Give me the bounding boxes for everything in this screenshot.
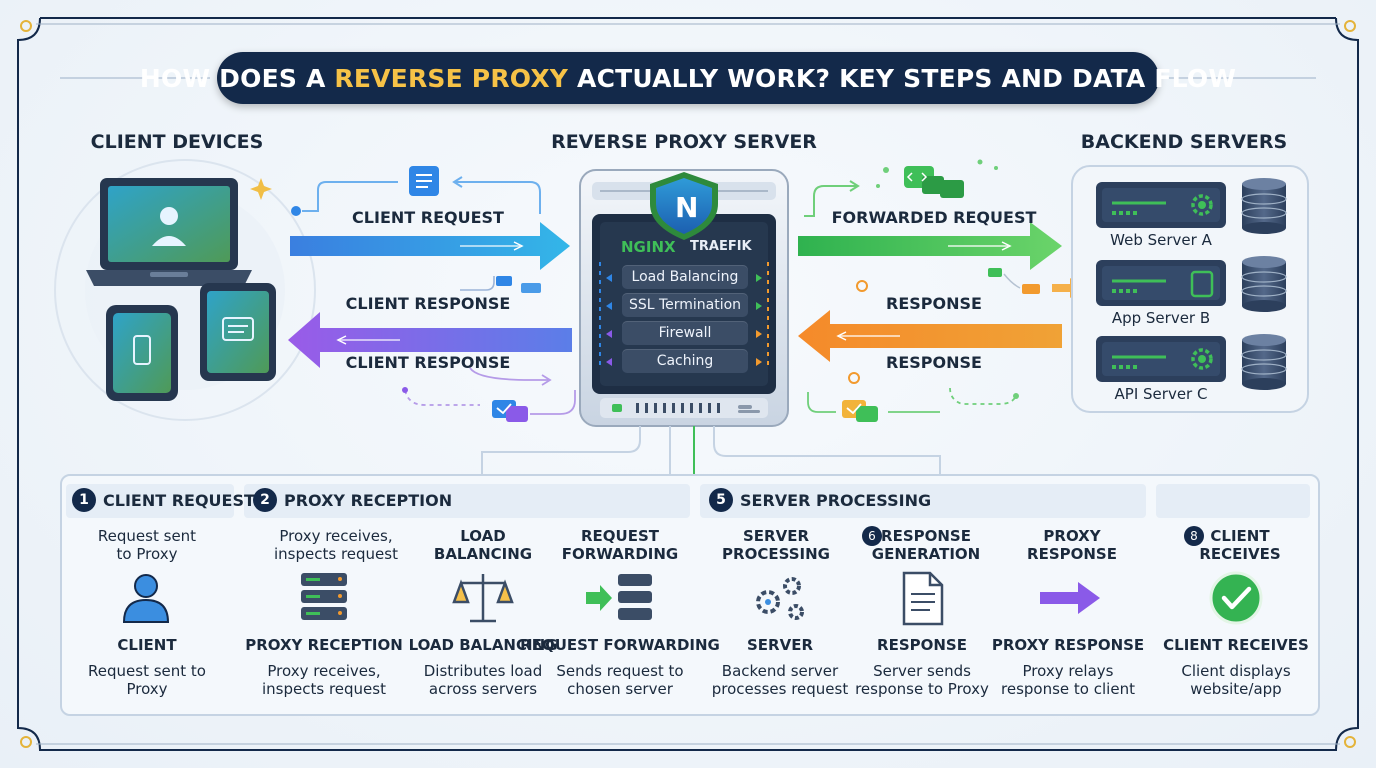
- database-icon: [1241, 256, 1287, 312]
- step-top-text: LOAD BALANCING: [433, 527, 533, 563]
- step-desc: Proxy relays response to client: [1001, 662, 1135, 698]
- security-shield-icon: [650, 172, 718, 240]
- step-desc: Server sends response to Proxy: [855, 662, 989, 698]
- flow-label-client-request: CLIENT REQUEST: [352, 208, 504, 227]
- step-top-text: RESPONSE GENERATION: [871, 527, 981, 563]
- forwarded-request-arrow: [798, 222, 1062, 270]
- flow-label-response: RESPONSE: [886, 294, 982, 313]
- step-head-server-processing: SERVER PROCESSING: [740, 491, 932, 510]
- app-server-b-icon: [1096, 260, 1226, 306]
- step-top-text: Proxy receives, inspects request: [274, 527, 398, 563]
- api-server-c-icon: [1096, 336, 1226, 382]
- server-name-api: API Server C: [1114, 385, 1208, 403]
- step-name: CLIENT: [117, 636, 177, 654]
- step-head-client-request: CLIENT REQUEST: [103, 491, 255, 510]
- flow-label-client-response: CLIENT RESPONSE: [345, 294, 511, 313]
- client-response-arrow: [288, 312, 572, 368]
- step-badge: 2: [253, 488, 277, 512]
- forward-arrow-icon: [586, 574, 652, 620]
- tablet-icon: [200, 283, 276, 381]
- step-desc: Proxy receives, inspects request: [262, 662, 386, 698]
- feature-load-balancing: Load Balancing: [622, 265, 748, 289]
- step-desc: Sends request to chosen server: [556, 662, 684, 698]
- step-top-text: SERVER PROCESSING: [722, 527, 830, 563]
- step-desc: Distributes load across servers: [423, 662, 543, 698]
- server-name-app: App Server B: [1111, 309, 1211, 327]
- client-request-arrow: [290, 222, 570, 270]
- step-desc: Request sent to Proxy: [88, 662, 206, 698]
- step-header-strip: [700, 484, 1146, 518]
- step-badge: 5: [709, 488, 733, 512]
- server-stack-icon: [301, 573, 347, 620]
- step-header-strip: [244, 484, 690, 518]
- step-desc: Client displays website/app: [1181, 662, 1291, 698]
- purple-arrow-icon: [1040, 582, 1100, 614]
- title-part1: HOW DOES A: [139, 63, 335, 93]
- step-top-text: PROXY RESPONSE: [1027, 527, 1117, 563]
- response-arrow: [798, 310, 1062, 362]
- web-server-a-icon: [1096, 182, 1226, 228]
- title-part2: ACTUALLY WORK? KEY STEPS AND DATA FLOW: [568, 63, 1237, 93]
- phone-icon: [106, 305, 178, 401]
- step-badge-inline: 6: [862, 526, 885, 546]
- section-title-proxy: REVERSE PROXY SERVER: [551, 131, 817, 153]
- step-top-text: Request sent to Proxy: [97, 527, 197, 563]
- page-title: HOW DOES A REVERSE PROXY ACTUALLY WORK? …: [140, 52, 1236, 104]
- database-icon: [1241, 334, 1287, 390]
- flow-label-response-2: RESPONSE: [886, 353, 982, 372]
- scale-icon: [452, 574, 514, 623]
- step-name: REQUEST FORWARDING: [520, 636, 720, 654]
- database-icon: [1241, 178, 1287, 234]
- step-header-strip: [1156, 484, 1310, 518]
- feature-firewall: Firewall: [622, 321, 748, 345]
- step-desc: Backend server processes request: [711, 662, 849, 698]
- section-title-client: CLIENT DEVICES: [90, 131, 264, 153]
- step-top-text: CLIENT RECEIVES: [1199, 527, 1281, 563]
- step-name: PROXY RESPONSE: [991, 636, 1145, 654]
- flow-label-client-response-2: CLIENT RESPONSE: [345, 353, 511, 372]
- step-name: SERVER: [746, 636, 814, 654]
- feature-caching: Caching: [622, 349, 748, 373]
- title-highlight: REVERSE PROXY: [334, 63, 569, 93]
- step-top-text: REQUEST FORWARDING: [561, 527, 679, 563]
- step-name: RESPONSE: [877, 636, 967, 654]
- step-badge: 1: [72, 488, 96, 512]
- step-head-proxy-reception: PROXY RECEPTION: [284, 491, 453, 510]
- step-name: LOAD BALANCING: [408, 636, 558, 654]
- gears-icon: [756, 577, 804, 620]
- user-icon: [122, 574, 170, 623]
- document-icon: [902, 571, 944, 626]
- step-name: CLIENT RECEIVES: [1163, 636, 1309, 654]
- check-circle-icon: [1209, 571, 1263, 625]
- server-name-web: Web Server A: [1110, 231, 1212, 249]
- laptop-icon: [86, 178, 252, 286]
- step-name: PROXY RECEPTION: [245, 636, 403, 654]
- shield-letter: N: [675, 191, 699, 224]
- step-badge-inline: 8: [1184, 526, 1207, 546]
- flow-label-forwarded-request: FORWARDED REQUEST: [831, 208, 1037, 227]
- feature-ssl-termination: SSL Termination: [622, 293, 748, 317]
- section-title-backend: BACKEND SERVERS: [1080, 131, 1288, 153]
- traefik-logo: TRAEFIK: [690, 239, 752, 254]
- nginx-logo: NGINX: [621, 238, 676, 256]
